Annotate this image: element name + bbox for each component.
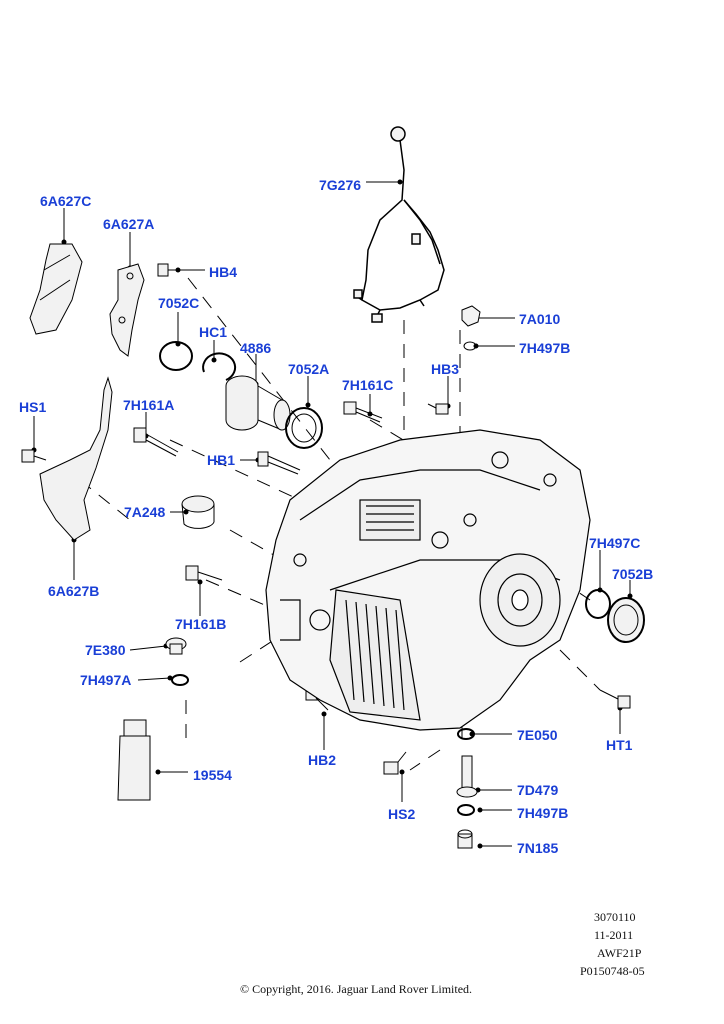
callout-6a627c[interactable]: 6A627C — [40, 193, 92, 209]
bolt-hb4 — [157, 263, 186, 277]
seal-7052a — [285, 407, 323, 449]
plug-7e380 — [165, 637, 187, 655]
bolt-7h161b — [185, 565, 223, 581]
callout-7052c[interactable]: 7052C — [158, 295, 200, 311]
callout-7g276[interactable]: 7G276 — [319, 177, 362, 193]
callout-hb2[interactable]: HB2 — [308, 752, 337, 768]
callout-7h161a[interactable]: 7H161A — [123, 397, 175, 413]
oring-7h497b-bottom — [457, 804, 475, 816]
bolt-7h161a — [133, 427, 179, 457]
seal-7052c — [159, 341, 193, 371]
bracket-6a627a — [109, 263, 145, 357]
callout-7h497b-bottom[interactable]: 7H497B — [517, 805, 569, 821]
bolt-hb1 — [257, 451, 301, 475]
callout-7a010[interactable]: 7A010 — [519, 311, 561, 327]
callout-7h497c[interactable]: 7H497C — [589, 535, 641, 551]
diagram-model: AWF21P — [597, 946, 642, 960]
callout-4886[interactable]: 4886 — [240, 340, 272, 356]
callout-hb3[interactable]: HB3 — [431, 361, 460, 377]
callout-hb1[interactable]: HB1 — [207, 452, 236, 468]
callout-7052a[interactable]: 7052A — [288, 361, 330, 377]
callout-19554[interactable]: 19554 — [193, 767, 232, 783]
callout-7n185[interactable]: 7N185 — [517, 840, 559, 856]
callout-hs1[interactable]: HS1 — [19, 399, 47, 415]
stud-hs1 — [21, 449, 47, 463]
transmission-housing — [265, 429, 591, 731]
seal-7052b — [607, 597, 645, 643]
callout-7h497b-top[interactable]: 7H497B — [519, 340, 571, 356]
callout-hs2[interactable]: HS2 — [388, 806, 416, 822]
plug-7a010 — [461, 305, 481, 351]
bolt-ht1 — [599, 689, 631, 709]
sleeve-4886 — [225, 375, 291, 431]
oring-7h497a — [171, 674, 189, 686]
bolt-7h161c — [343, 401, 383, 423]
callout-7h497a[interactable]: 7H497A — [80, 672, 132, 688]
callout-7h161b[interactable]: 7H161B — [175, 616, 227, 632]
callout-7d479[interactable]: 7D479 — [517, 782, 559, 798]
plug-7n185 — [457, 829, 473, 849]
callout-7e380[interactable]: 7E380 — [85, 642, 126, 658]
bolt-hb3 — [427, 403, 449, 415]
diagram-code: 3070110 — [594, 910, 636, 924]
callout-hb4[interactable]: HB4 — [209, 264, 238, 280]
callout-6a627b[interactable]: 6A627B — [48, 583, 100, 599]
washer-7e050 — [457, 728, 475, 740]
ring-7a248 — [181, 495, 215, 529]
callout-ht1[interactable]: HT1 — [606, 737, 633, 753]
diagram-reference: P0150748-05 — [580, 964, 645, 978]
copyright-notice: © Copyright, 2016. Jaguar Land Rover Lim… — [239, 982, 473, 996]
oring-7h497c — [585, 589, 611, 619]
heat-shield-6a627b — [39, 376, 113, 541]
fluid-bottle-19554 — [117, 719, 151, 801]
tube-7d479 — [456, 755, 478, 798]
wiring-harness-7g276 — [353, 126, 445, 323]
stud-hs2 — [383, 751, 407, 775]
circlip-hc1 — [202, 352, 237, 381]
callout-hc1[interactable]: HC1 — [199, 324, 228, 340]
callout-7a248[interactable]: 7A248 — [124, 504, 166, 520]
callout-7h161c[interactable]: 7H161C — [342, 377, 394, 393]
diagram-date: 11-2011 — [594, 928, 634, 942]
callout-7e050[interactable]: 7E050 — [517, 727, 558, 743]
callout-6a627a[interactable]: 6A627A — [103, 216, 155, 232]
callout-7052b[interactable]: 7052B — [612, 566, 654, 582]
